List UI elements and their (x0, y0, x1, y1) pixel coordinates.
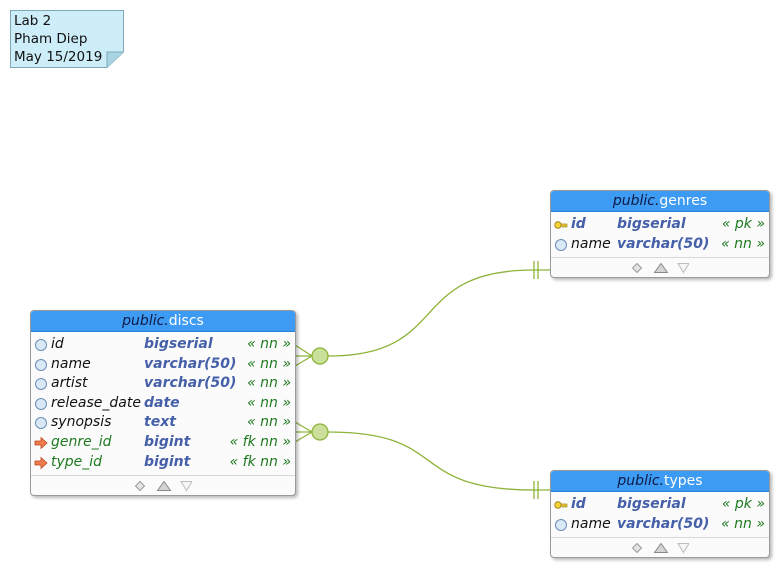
table-discs[interactable]: public.discs id bigserial « nn » name va… (30, 310, 296, 496)
collapse-down-icon[interactable] (180, 481, 192, 492)
relationship-discs-genres[interactable] (294, 261, 550, 367)
column-name: id (571, 216, 586, 232)
collapse-down-icon[interactable] (677, 543, 689, 554)
column-list: id bigserial « pk » name varchar(50) « n… (551, 212, 769, 254)
column-type: bigint (144, 453, 191, 470)
table-footer (31, 475, 295, 496)
note-line: Lab 2 (14, 13, 52, 29)
column-row[interactable]: name varchar(50) « nn » (31, 355, 295, 375)
table-header[interactable]: public.discs (31, 311, 295, 332)
column-type: bigint (144, 433, 191, 450)
column-circle-icon (34, 397, 48, 411)
column-row[interactable]: type_id bigint « fk nn » (31, 453, 295, 473)
column-constraint: « nn » (247, 355, 291, 372)
table-footer-controls (631, 542, 689, 554)
column-circle-icon (34, 358, 48, 372)
schema-name: public. (612, 193, 660, 209)
foreign-key-arrow-icon (34, 436, 48, 450)
foreign-key-arrow-icon (34, 456, 48, 470)
column-name: name (571, 515, 611, 532)
column-type: varchar(50) (617, 235, 710, 252)
column-list: id bigserial « pk » name varchar(50) « n… (551, 492, 769, 534)
column-name: id (51, 336, 64, 352)
diamond-icon[interactable] (631, 262, 643, 274)
column-constraint: « nn » (721, 235, 765, 252)
column-circle-icon (554, 238, 568, 252)
column-circle-icon (34, 416, 48, 430)
note-text: Lab 2 Pham Diep May 15/2019 (14, 12, 102, 66)
column-name: id (571, 496, 586, 512)
note-shape (10, 10, 124, 68)
column-name: name (571, 235, 611, 252)
column-row[interactable]: id bigserial « nn » (31, 335, 295, 355)
column-name: artist (51, 375, 88, 392)
column-type: bigserial (617, 216, 686, 232)
expand-up-icon[interactable] (156, 480, 172, 492)
table-name: genres (659, 193, 708, 209)
column-row[interactable]: name varchar(50) « nn » (551, 515, 769, 535)
table-footer (551, 537, 769, 558)
column-constraint: « nn » (721, 515, 765, 532)
column-name: genre_id (51, 433, 112, 450)
column-name: release_date (51, 394, 141, 411)
column-constraint: « nn » (247, 375, 291, 392)
column-row[interactable]: release_date date « nn » (31, 394, 295, 414)
table-name: types (664, 473, 703, 489)
table-name: discs (168, 313, 204, 329)
expand-up-icon[interactable] (653, 262, 669, 274)
primary-key-icon (554, 498, 568, 512)
table-header[interactable]: public.types (551, 471, 769, 492)
column-type: bigserial (617, 496, 686, 512)
schema-name: public. (617, 473, 664, 489)
column-name: synopsis (51, 414, 112, 431)
column-circle-icon (34, 377, 48, 391)
column-type: date (144, 394, 180, 411)
diamond-icon[interactable] (134, 480, 146, 492)
column-row[interactable]: synopsis text « nn » (31, 413, 295, 433)
table-footer (551, 257, 769, 278)
table-footer-controls (631, 262, 689, 274)
column-constraint: « fk nn » (229, 433, 291, 450)
column-row[interactable]: id bigserial « pk » (551, 215, 769, 235)
table-genres[interactable]: public.genres id bigserial « pk » name v… (550, 190, 770, 278)
column-constraint: « fk nn » (229, 453, 291, 470)
table-types[interactable]: public.types id bigserial « pk » name va… (550, 470, 770, 558)
column-type: bigserial (144, 336, 213, 352)
column-constraint: « pk » (721, 216, 765, 232)
column-circle-icon (34, 338, 48, 352)
column-constraint: « nn » (247, 394, 291, 411)
column-row[interactable]: name varchar(50) « nn » (551, 235, 769, 255)
column-name: name (51, 355, 91, 372)
column-row[interactable]: genre_id bigint « fk nn » (31, 433, 295, 453)
column-type: varchar(50) (617, 515, 710, 532)
column-type: varchar(50) (144, 375, 237, 392)
note-line: May 15/2019 (14, 49, 103, 65)
table-footer-controls (134, 480, 192, 492)
column-constraint: « pk » (721, 496, 765, 512)
column-type: varchar(50) (144, 355, 237, 372)
column-name: type_id (51, 453, 103, 470)
relationship-discs-types[interactable] (294, 421, 550, 499)
column-row[interactable]: artist varchar(50) « nn » (31, 374, 295, 394)
collapse-down-icon[interactable] (677, 263, 689, 274)
column-type: text (144, 414, 176, 431)
table-header[interactable]: public.genres (551, 191, 769, 212)
primary-key-icon (554, 218, 568, 232)
column-list: id bigserial « nn » name varchar(50) « n… (31, 332, 295, 472)
expand-up-icon[interactable] (653, 542, 669, 554)
diamond-icon[interactable] (631, 542, 643, 554)
note-line: Pham Diep (14, 31, 88, 47)
column-constraint: « nn » (247, 414, 291, 431)
schema-name: public. (122, 313, 169, 329)
column-constraint: « nn » (247, 336, 291, 352)
sticky-note[interactable]: Lab 2 Pham Diep May 15/2019 (10, 10, 124, 68)
column-circle-icon (554, 518, 568, 532)
column-row[interactable]: id bigserial « pk » (551, 495, 769, 515)
